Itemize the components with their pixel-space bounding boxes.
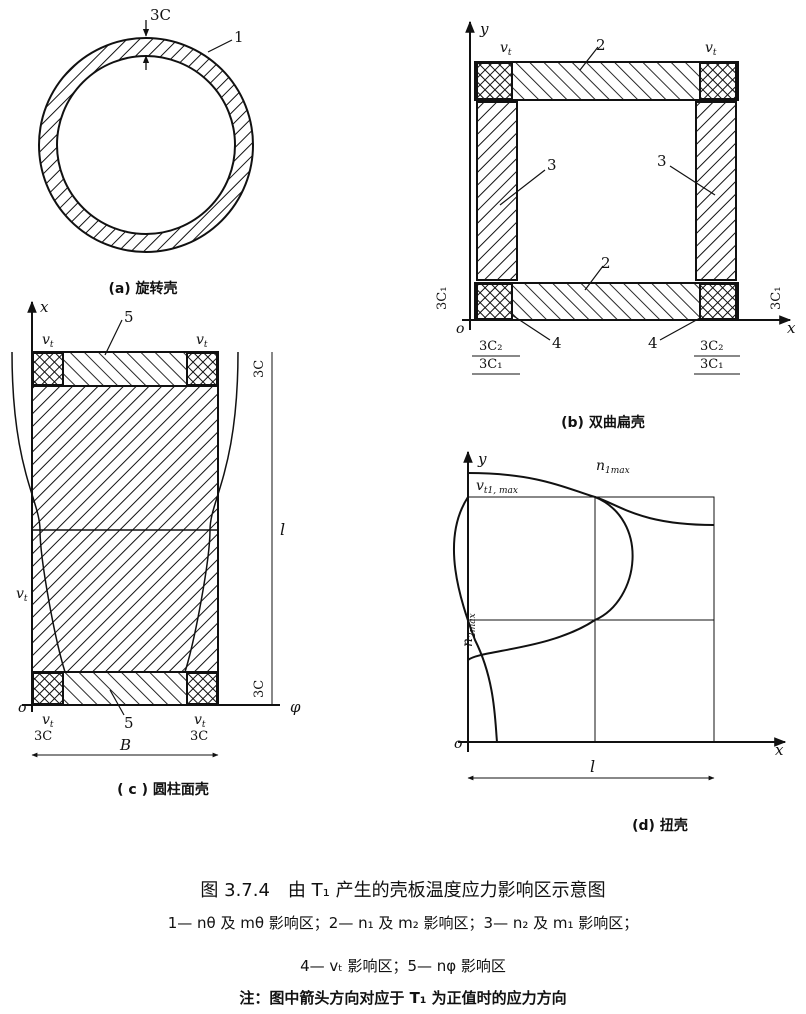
zone-label-4-left: 4	[552, 334, 562, 352]
n2-max-label: n2max	[460, 613, 478, 647]
legend-line-2: 4— vₜ 影响区；5— nφ 影响区	[300, 957, 506, 975]
figure-title: 图 3.7.4 由 T₁ 产生的壳板温度应力影响区示意图	[200, 880, 606, 901]
v-label-top-right: vt	[705, 40, 717, 58]
dim-3c1-left: 3C₁	[479, 357, 502, 372]
width-label: B	[119, 736, 131, 754]
origin-label: o	[456, 321, 464, 337]
v-label-bottom-right: vt	[194, 712, 206, 730]
dim-3c2-right: 3C₂	[700, 339, 723, 354]
v-label-top-left: vt	[42, 332, 54, 350]
v-label-side: vt	[16, 586, 28, 604]
caption-a: (a) 旋转壳	[108, 281, 178, 297]
v-max-label: vt1, max	[476, 478, 518, 496]
dim-3c-right: 3C	[190, 729, 208, 744]
zone-label-5-top: 5	[124, 308, 134, 326]
caption-b: (b) 双曲扁壳	[561, 415, 645, 431]
dim-3c1-side-right: 3C₁	[769, 287, 784, 310]
load-label: 3C	[150, 6, 171, 24]
figure-note: 注：图中箭头方向对应于 T₁ 为正值时的应力方向	[239, 989, 567, 1007]
length-label: l	[280, 520, 285, 539]
origin-label: o	[18, 700, 26, 716]
zone-label-5-bottom: 5	[124, 714, 134, 732]
v-label-top-left: vt	[500, 40, 512, 58]
zone-label-2-top: 2	[596, 36, 606, 54]
panel-a-rotational-shell: 3C 1	[38, 6, 254, 253]
dim-3c1-right: 3C₁	[700, 357, 723, 372]
dim-3c1-side-left: 3C₁	[435, 287, 450, 310]
dim-3c-bottom-side: 3C	[252, 680, 267, 698]
zone-label-3-right: 3	[657, 152, 667, 170]
dim-3c-left: 3C	[34, 729, 52, 744]
zone-label-3-left: 3	[547, 156, 557, 174]
dim-3c-top-side: 3C	[252, 360, 267, 378]
axis-y-label: y	[479, 20, 489, 38]
legend-line-1: 1— nθ 及 mθ 影响区；2— n₁ 及 m₂ 影响区；3— n₂ 及 m₁…	[167, 914, 639, 932]
zone-label-1: 1	[234, 28, 244, 46]
dim-3c2-left: 3C₂	[479, 339, 502, 354]
panel-b-hyperbolic-shell: y x o vt vt 2 2 3 3 4 4 3C₂ 3C₁ 3C₂ 3C₁ …	[435, 20, 796, 375]
zone-label-4-right: 4	[648, 334, 658, 352]
axis-phi-label: φ	[290, 698, 301, 716]
panel-c-cylindrical-shell: x φ o vt vt vt vt vt 5 5 3C 3C B l 3C 3C	[11, 298, 301, 758]
origin-label: o	[454, 736, 462, 752]
axis-x-label: x	[775, 741, 784, 759]
zone-label-2-bottom: 2	[601, 254, 611, 272]
axis-x-label: x	[40, 298, 49, 316]
axis-x-label: x	[787, 319, 796, 337]
panel-d-twisted-shell: y x o vt1, max n1max n2max l	[452, 450, 787, 781]
n1-max-label: n1max	[596, 458, 630, 476]
caption-c: ( c ) 圆柱面壳	[117, 782, 209, 798]
v-label-top-right: vt	[196, 332, 208, 350]
length-label: l	[590, 757, 595, 776]
axis-y-label: y	[477, 450, 487, 468]
v-label-bottom-left: vt	[42, 712, 54, 730]
caption-d: (d) 扭壳	[632, 818, 688, 834]
